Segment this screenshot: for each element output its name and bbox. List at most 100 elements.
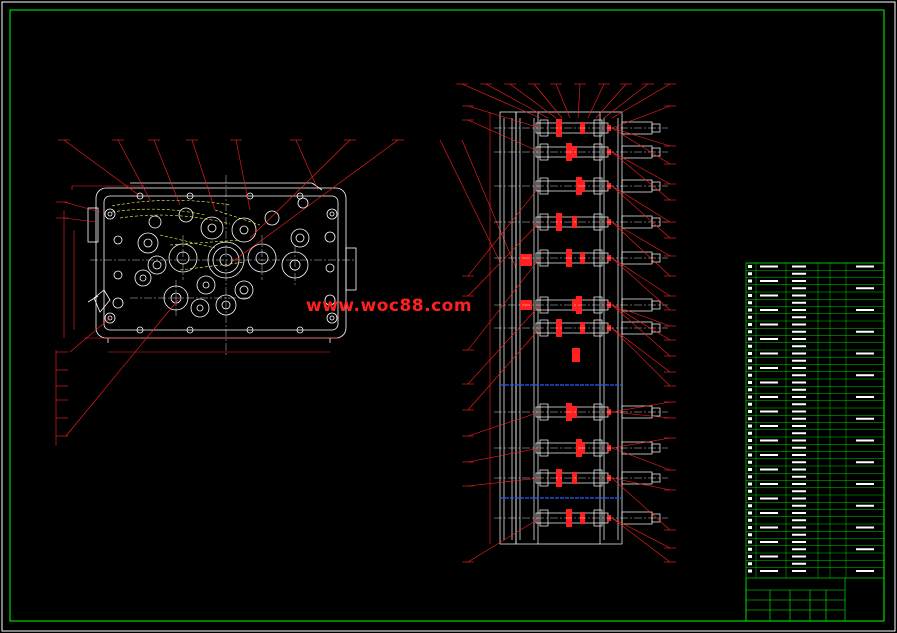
table-cell-mark	[792, 417, 806, 420]
title-block	[745, 577, 885, 622]
leader-line	[611, 477, 671, 491]
table-cell-mark	[792, 403, 806, 406]
table-cell-mark	[792, 454, 806, 456]
leader-line	[611, 304, 671, 327]
table-cell-mark	[760, 265, 778, 268]
table-cell-mark	[792, 345, 806, 348]
table-cell-mark	[748, 555, 752, 558]
table-cell-mark	[856, 352, 874, 355]
table-cell-mark	[748, 453, 752, 457]
watermark-text: www.woc88.com	[306, 296, 473, 316]
table-cell-mark	[792, 570, 806, 572]
section-center-lines	[494, 127, 668, 519]
leader-line	[467, 304, 541, 385]
table-cell-mark	[748, 279, 752, 283]
table-cell-mark	[748, 308, 752, 312]
leader-line	[611, 185, 671, 239]
table-cell-mark	[792, 410, 806, 413]
table-cell-mark	[748, 359, 752, 363]
table-cell-mark	[856, 526, 874, 529]
leader-line	[461, 83, 541, 119]
table-cell-mark	[748, 373, 752, 377]
table-cell-mark	[748, 533, 752, 537]
leader-line	[509, 83, 557, 119]
table-cell-mark	[748, 518, 752, 522]
table-cell-mark	[792, 301, 806, 304]
table-cell-mark	[792, 265, 806, 268]
table-cell-mark	[792, 475, 806, 478]
table-cell-mark	[792, 490, 806, 493]
leader-line	[611, 151, 671, 201]
table-cell-mark	[748, 460, 752, 464]
table-cell-mark	[760, 541, 778, 543]
table-cell-mark	[856, 461, 874, 464]
table-cell-mark	[792, 352, 806, 355]
table-cell-mark	[792, 468, 806, 471]
leader-line	[555, 83, 571, 119]
table-cell-mark	[792, 562, 806, 565]
table-cell-mark	[748, 489, 752, 493]
table-cell-mark	[792, 359, 806, 362]
table-cell-mark	[760, 439, 778, 442]
table-cell-mark	[792, 555, 806, 558]
center-lines	[90, 175, 355, 355]
table-cell-mark	[748, 402, 752, 406]
table-cell-mark	[792, 504, 806, 507]
table-cell-mark	[856, 265, 874, 268]
table-cell-mark	[792, 338, 806, 340]
table-cell-mark	[760, 338, 778, 340]
leader-line	[611, 411, 671, 419]
table-cell-mark	[856, 417, 874, 420]
table-cell-mark	[748, 562, 752, 566]
table-cell-mark	[760, 367, 778, 369]
table-cell-mark	[792, 396, 806, 398]
table-cell-mark	[748, 315, 752, 319]
table-cell-mark	[748, 504, 752, 508]
table-cell-mark	[760, 396, 778, 398]
leader-line	[467, 411, 541, 437]
table-cell-mark	[760, 410, 778, 413]
table-cell-mark	[792, 374, 806, 377]
table-cell-mark	[792, 367, 806, 369]
leader-line	[603, 83, 649, 119]
table-cell-mark	[792, 526, 806, 529]
leader-line	[611, 327, 671, 373]
table-cell-mark	[856, 374, 874, 377]
table-cell-mark	[760, 526, 778, 529]
table-cell-mark	[792, 533, 806, 536]
leader-line	[611, 437, 671, 449]
front-view-leaders	[63, 139, 517, 437]
table-cell-mark	[748, 569, 752, 573]
gear-section	[556, 213, 562, 231]
table-cell-mark	[748, 265, 752, 268]
leader-line	[533, 83, 563, 119]
leader-line	[467, 105, 541, 129]
table-cell-mark	[748, 337, 752, 341]
leader-line	[611, 83, 671, 119]
table-cell-mark	[792, 330, 806, 333]
hidden-lines	[111, 199, 261, 271]
leader-line	[611, 304, 671, 341]
table-cell-mark	[856, 439, 874, 442]
table-cell-mark	[856, 309, 874, 311]
table-cell-mark	[760, 323, 778, 326]
table-cell-mark	[792, 461, 806, 464]
table-cell-mark	[792, 425, 806, 427]
table-cell-mark	[792, 446, 806, 449]
gear-section	[520, 254, 532, 266]
table-cell-mark	[760, 454, 778, 456]
table-cell-mark	[856, 330, 874, 333]
leader-line	[611, 257, 671, 311]
table-cell-mark	[792, 309, 806, 311]
table-cell-mark	[748, 431, 752, 435]
table-cell-mark	[748, 482, 752, 486]
table-cell-mark	[760, 497, 778, 500]
table-cell-mark	[760, 352, 778, 355]
table-cell-mark	[760, 381, 778, 384]
table-cell-mark	[748, 446, 752, 450]
table-cell-mark	[792, 519, 806, 522]
table-cell-mark	[748, 526, 752, 529]
table-cell-mark	[856, 504, 874, 507]
leader-line	[587, 83, 605, 119]
